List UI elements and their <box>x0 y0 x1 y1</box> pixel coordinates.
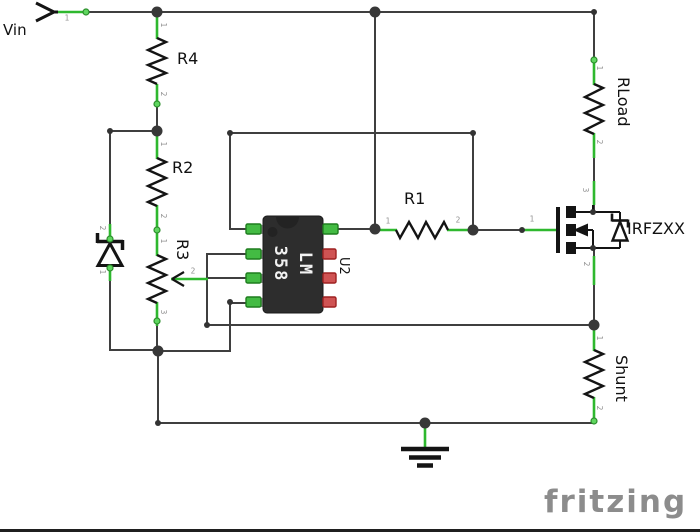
resistor-r2-symbol[interactable] <box>145 156 169 208</box>
pin-number-label: 2 <box>581 261 591 267</box>
u2-ref-label[interactable]: U2 <box>336 257 351 275</box>
resistor-r1-symbol[interactable] <box>394 219 450 241</box>
vin-label[interactable]: Vin <box>3 21 27 39</box>
ic-part-line1: LM <box>295 251 315 277</box>
pin-number-label: 3 <box>580 187 590 193</box>
pin-number-label: 1 <box>158 22 168 28</box>
junction-dots <box>82 6 600 429</box>
pin-number-label: 1 <box>594 65 604 71</box>
pin-number-label: 2 <box>158 91 168 97</box>
ic-part-line2: 358 <box>270 245 290 283</box>
pin-number-label: 1 <box>385 216 391 226</box>
rload-label[interactable]: RLoad <box>614 77 633 127</box>
pin-number-label: 2 <box>158 213 168 219</box>
r3-label[interactable]: R3 <box>173 239 192 261</box>
pin-number-label: 1 <box>158 141 168 147</box>
potentiometer-r3-symbol[interactable] <box>145 253 185 305</box>
shunt-label[interactable]: Shunt <box>612 355 631 402</box>
pin-number-label: 2 <box>97 225 107 231</box>
r1-label[interactable]: R1 <box>404 189 426 208</box>
fritzing-logo: fritzing <box>544 484 688 520</box>
pin-number-label: 1 <box>529 214 535 224</box>
ic-u2-symbol[interactable] <box>245 215 339 314</box>
pin-number-label: 1 <box>64 13 70 23</box>
r2-label[interactable]: R2 <box>172 158 194 177</box>
resistor-shunt-symbol[interactable] <box>582 348 606 400</box>
wires[interactable] <box>84 11 595 424</box>
ic-part-number: LM 358 <box>267 239 317 289</box>
pin-number-label: 2 <box>455 215 461 225</box>
pin-number-label: 1 <box>594 335 604 341</box>
pin-number-label: 2 <box>594 139 604 145</box>
resistor-rload-symbol[interactable] <box>582 82 606 136</box>
ground-symbol[interactable] <box>401 446 449 468</box>
bottom-window-border <box>0 529 700 532</box>
pin-number-label: 1 <box>158 238 168 244</box>
pin-number-label: 2 <box>190 266 196 276</box>
vin-connector-symbol[interactable] <box>35 1 58 23</box>
resistor-r4-symbol[interactable] <box>144 36 170 86</box>
mosfet-label[interactable]: IRFZXX <box>627 219 685 238</box>
pin-number-label: 1 <box>97 269 107 275</box>
pin-number-label: 3 <box>158 309 168 315</box>
pin-number-label: 2 <box>594 405 604 411</box>
r4-label[interactable]: R4 <box>177 49 199 68</box>
